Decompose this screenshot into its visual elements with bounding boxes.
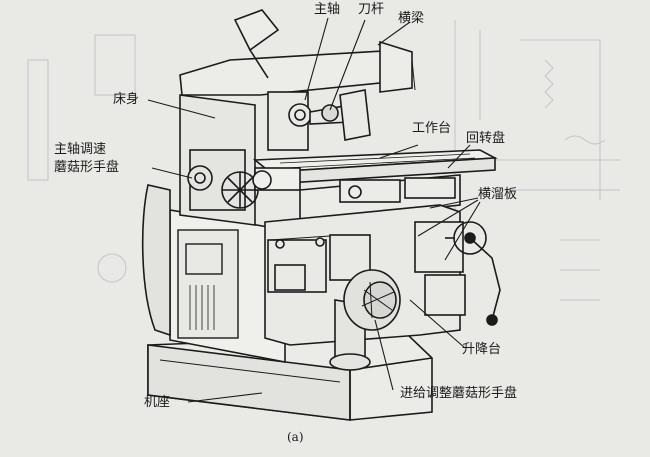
figure-caption: (a) [287,430,304,444]
background-bleed-through [27,20,620,301]
label-base: 机座 [144,395,171,410]
label-swivel-plate: 回转盘 [466,131,506,146]
speed-knob-shape [187,149,259,211]
cabinet-shape [177,229,239,339]
label-spindle-speed-line1: 主轴调速 [54,142,107,157]
label-feed-knob: 进给调整蘑菇形手盘 [400,386,518,401]
label-crossbeam: 横梁 [398,11,425,26]
label-bed: 床身 [113,92,140,107]
label-tool-arbor: 刀杆 [358,2,385,17]
label-cross-slide: 横溜板 [478,187,518,202]
saddle-shape [299,174,461,223]
worktable-shape [252,149,498,191]
handwheel-shape [445,221,501,326]
label-spindle: 主轴 [314,2,341,17]
overarm-shape [179,9,416,96]
label-worktable: 工作台 [412,121,452,136]
label-spindle-speed-line2: 蘑菇形手盘 [54,160,120,175]
feed-knob-shape [343,269,401,331]
spindle-shape [267,89,371,151]
leader-lines [147,17,481,403]
label-knee: 升降台 [462,342,502,357]
